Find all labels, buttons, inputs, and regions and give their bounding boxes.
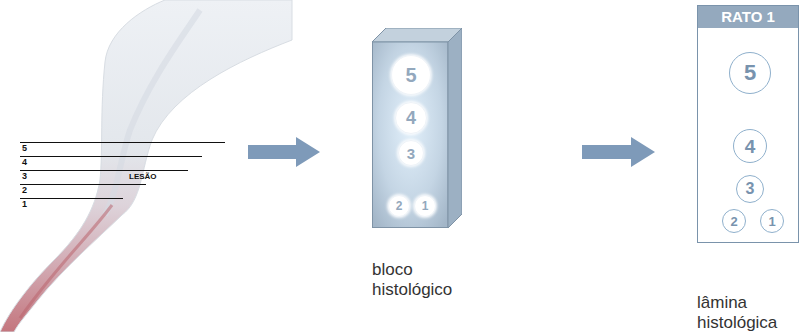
flow-arrow	[582, 137, 655, 167]
flow-arrow	[248, 137, 320, 167]
circle-number: 4	[406, 109, 416, 127]
circle-number: 2	[396, 200, 403, 212]
section-number: 4	[22, 158, 27, 167]
circle-number: 5	[744, 62, 756, 84]
tissue-shape	[0, 0, 292, 332]
section-circle: 4	[733, 129, 767, 163]
histology-block: bloco histológico54321	[372, 28, 462, 228]
lesion-label: LESÃO	[129, 173, 157, 181]
circle-number: 3	[746, 181, 755, 197]
section-circle: 2	[722, 209, 746, 233]
circle-number: 5	[405, 65, 416, 85]
section-number: 5	[22, 144, 27, 153]
section-circle: 1	[760, 209, 784, 233]
tissue-vessel	[20, 205, 112, 318]
cut-line	[20, 170, 188, 171]
section-circle: 3	[736, 175, 764, 203]
section-circle: 2	[388, 195, 410, 217]
circle-number: 4	[745, 137, 756, 156]
circle-number: 1	[422, 200, 429, 212]
section-circle: 4	[395, 102, 427, 134]
section-circle: 1	[414, 195, 436, 217]
cut-line	[20, 184, 146, 185]
section-circle: 5	[729, 52, 771, 94]
section-circle: 5	[391, 55, 431, 95]
cut-line	[20, 156, 202, 157]
cut-line	[20, 198, 123, 199]
caption: bloco histológico	[372, 260, 468, 299]
caption: lâmina histológica	[697, 293, 797, 332]
section-circle: 3	[398, 140, 424, 166]
slide-header: RATO 1	[698, 6, 798, 28]
section-number: 2	[22, 186, 27, 195]
section-number: 3	[22, 172, 27, 181]
circle-number: 3	[407, 146, 415, 161]
histology-slide: RATO 1lâmina histológica54321	[697, 5, 799, 243]
circle-number: 2	[730, 215, 737, 228]
cut-lines	[20, 143, 225, 199]
section-number: 1	[22, 200, 27, 209]
circle-number: 1	[768, 215, 775, 228]
cut-line	[20, 142, 225, 143]
